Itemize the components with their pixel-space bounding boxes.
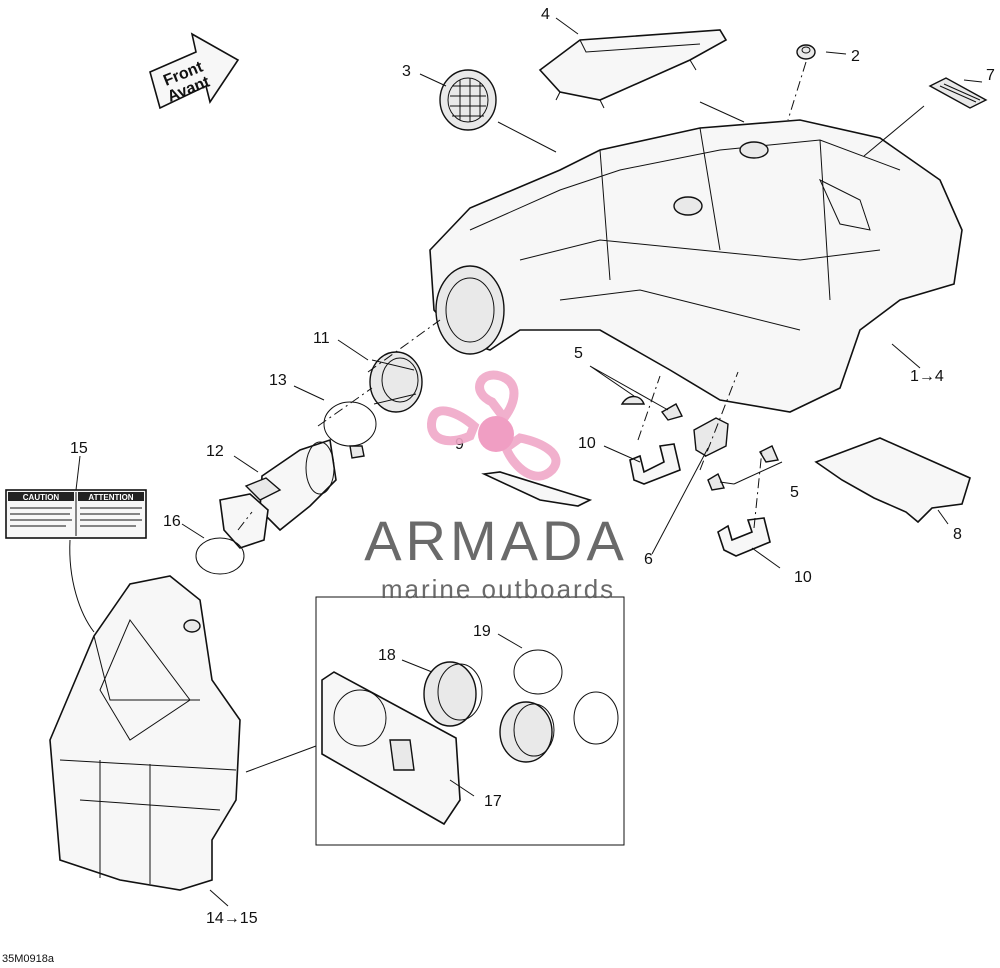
callout-18: 18 [378, 647, 396, 664]
callout-14-15: 14→15 [206, 910, 258, 927]
part-5-clips [620, 395, 779, 491]
callout-9: 9 [455, 436, 464, 453]
callout-2: 2 [851, 48, 860, 65]
part-15-warning-label: CAUTION ATTENTION [5, 489, 147, 539]
part-8-shield [814, 437, 971, 524]
callout-11: 11 [313, 330, 330, 347]
front-arrow-icon: Front Avant [149, 32, 240, 110]
callout-3: 3 [402, 63, 411, 80]
callout-5-upper: 5 [574, 345, 583, 362]
part-16-oring [195, 537, 245, 575]
propeller-logo-icon [427, 370, 561, 481]
watermark-tagline: marine outboards [381, 574, 615, 604]
part-11-adapter [369, 351, 423, 413]
inset-box [315, 596, 625, 846]
callout-10-lower: 10 [794, 569, 812, 586]
callout-10-upper: 10 [578, 435, 596, 452]
drawing-code: 35M0918a [2, 953, 55, 965]
callout-4: 4 [541, 6, 550, 23]
callout-7: 7 [986, 67, 995, 84]
callout-8: 8 [953, 526, 962, 543]
part-3-grille [439, 69, 497, 131]
warning-attention-title: ATTENTION [88, 493, 133, 502]
part-12-duct [219, 438, 337, 549]
callout-1-4: 1→4 [910, 368, 944, 385]
part-6-clip [693, 417, 729, 457]
part-2-grommet [796, 44, 816, 60]
callout-19: 19 [473, 623, 491, 640]
watermark-brand: ARMADA [364, 509, 628, 572]
part-10-bracket-upper [629, 443, 681, 485]
callout-12: 12 [206, 443, 224, 460]
warning-caution-title: CAUTION [23, 493, 60, 502]
leader-lines [69, 17, 983, 907]
callout-5-lower: 5 [790, 484, 799, 501]
callout-16: 16 [163, 513, 181, 530]
callout-6: 6 [644, 551, 653, 568]
callout-13: 13 [269, 372, 287, 389]
part-14-silencer-housing [49, 575, 241, 891]
callouts: 4 2 3 7 1→4 5 5 10 10 8 6 9 11 13 12 15 … [2, 6, 995, 965]
airbox-main-body [429, 119, 963, 413]
callout-15: 15 [70, 440, 88, 457]
part-13-clamp [323, 401, 377, 459]
part-9-strip [481, 471, 593, 507]
part-10-bracket-lower [717, 517, 771, 557]
part-7-decal [928, 77, 988, 109]
watermark: ARMADA marine outboards [364, 370, 628, 604]
callout-17: 17 [484, 793, 502, 810]
part-4-cover [538, 29, 728, 109]
